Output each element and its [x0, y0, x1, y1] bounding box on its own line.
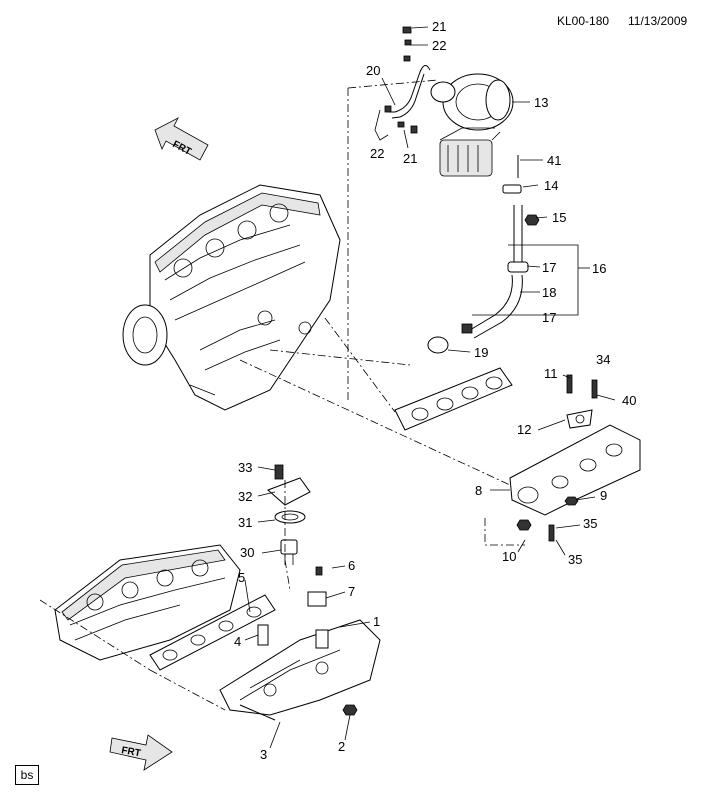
callout-8: 8: [475, 483, 482, 498]
front-arrow-top: FRT: [154, 117, 209, 161]
bolts-lower: [239, 704, 358, 721]
callout-21-top: 21: [432, 19, 446, 34]
doc-date: 11/13/2009: [628, 14, 687, 28]
intake-gasket: [149, 594, 276, 671]
callout-7: 7: [348, 584, 355, 599]
doc-id: KL00-180: [557, 14, 609, 28]
callout-15: 15: [552, 210, 566, 225]
callout-22-bottom: 22: [370, 146, 384, 161]
intake-manifold: [219, 619, 381, 716]
oil-drain-hose: [427, 155, 540, 354]
callout-labels: 21 22 20 13 22 21 41 14 15 17 16 18 17 1…: [234, 19, 636, 762]
callout-30: 30: [240, 545, 254, 560]
alignment-lines: [39, 79, 525, 711]
callout-14: 14: [544, 178, 558, 193]
callout-32: 32: [238, 489, 252, 504]
callout-40: 40: [622, 393, 636, 408]
callout-9: 9: [600, 488, 607, 503]
callout-4: 4: [234, 634, 241, 649]
callout-10: 10: [502, 549, 516, 564]
exhaust-manifold: [509, 374, 641, 542]
footer-code-box: bs: [15, 765, 39, 785]
callout-20: 20: [366, 63, 380, 78]
callout-3: 3: [260, 747, 267, 762]
callout-16: 16: [592, 261, 606, 276]
callout-21-bottom: 21: [403, 151, 417, 166]
callout-2: 2: [338, 739, 345, 754]
callout-11: 11: [544, 366, 558, 381]
callout-18: 18: [542, 285, 556, 300]
callout-13: 13: [534, 95, 548, 110]
callout-41: 41: [547, 153, 561, 168]
callout-5: 5: [238, 570, 245, 585]
callout-31: 31: [238, 515, 252, 530]
callout-35-bottom: 35: [568, 552, 582, 567]
exhaust-gasket-upper: [394, 367, 513, 431]
callout-34: 34: [596, 352, 610, 367]
leader-lines: [244, 26, 616, 749]
callout-17-bottom: 17: [542, 310, 556, 325]
turbocharger: [430, 73, 514, 177]
oil-feed-pipe: [384, 26, 431, 134]
front-arrow-bottom: FRT: [109, 734, 173, 771]
callout-19: 19: [474, 345, 488, 360]
callout-6: 6: [348, 558, 355, 573]
front-arrow-bottom-label: FRT: [120, 745, 141, 759]
callout-33: 33: [238, 460, 252, 475]
callout-35-top: 35: [583, 516, 597, 531]
sensor-parts: [257, 566, 327, 646]
callout-22-top: 22: [432, 38, 446, 53]
callout-1: 1: [373, 614, 380, 629]
cylinder-head: [54, 544, 241, 661]
engine-block: [122, 184, 341, 411]
callout-12: 12: [517, 422, 531, 437]
thermostat-housing: [267, 464, 311, 565]
callout-17-top: 17: [542, 260, 556, 275]
